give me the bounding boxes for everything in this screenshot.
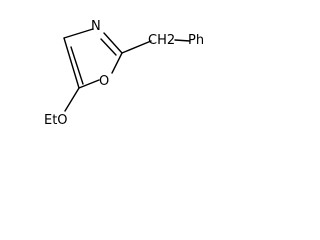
bond-c4-n — [63, 28, 94, 39]
bond-c5-c4 — [63, 37, 80, 89]
bond-c2-o1 — [111, 52, 123, 74]
bond-c5-oet — [64, 87, 80, 112]
bond-n-c2 — [103, 32, 123, 54]
nitrogen-label: N — [91, 19, 101, 34]
bond-c5-c4-inner — [70, 46, 84, 85]
ethoxy-label: EtO — [44, 113, 68, 128]
phenyl-label: Ph — [188, 33, 204, 48]
benzyl-ch2-label: CH2 — [148, 33, 175, 48]
ring-oxygen-label: O — [99, 74, 109, 89]
structure-diagram: N O CH2 Ph EtO — [44, 19, 204, 128]
bond-n-c2-inner — [100, 38, 117, 56]
bond-c2-ch2 — [121, 40, 152, 54]
bond-o1-c5 — [78, 79, 100, 89]
bond-ch2-ph — [174, 39, 191, 42]
